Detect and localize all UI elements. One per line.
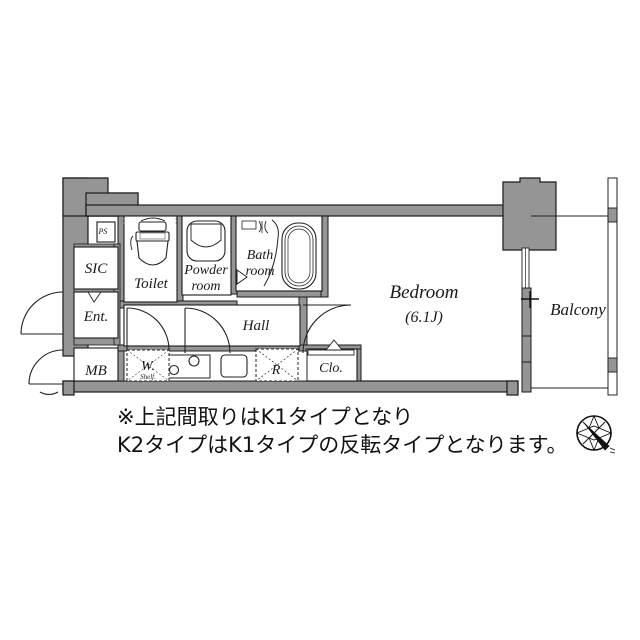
label-bath-room-line1: Bath [247, 248, 273, 263]
label-refrigerator: R [271, 363, 281, 378]
hall-room [123, 304, 301, 347]
label-ps: PS [98, 227, 108, 236]
label-ent: Ent. [83, 309, 109, 325]
washer-slot [126, 349, 170, 382]
sink-fixture [220, 354, 248, 378]
bottom-exterior-wall [62, 380, 519, 393]
label-bath-room-line2: room [245, 264, 274, 279]
label-mb: MB [84, 363, 107, 379]
entrance-step-marker [87, 291, 102, 303]
partition-ent-bottom [73, 337, 121, 346]
label-toilet: Toilet [134, 276, 168, 292]
label-hall: Hall [242, 318, 270, 334]
balcony-post [521, 361, 532, 393]
label-bedroom-area: (6.1J) [405, 309, 443, 326]
label-bedroom: Bedroom [390, 282, 459, 303]
closet-fixture [307, 339, 355, 356]
bottom-left-wall-foot [62, 380, 75, 396]
label-powder-room-line1: Powder [183, 263, 228, 278]
room-labels: PS SIC Ent. MB Toilet Powder room Bath r… [83, 227, 607, 381]
top-right-pillar [502, 177, 557, 251]
note-line-1: ※上記間取りはK1タイプとなり [117, 405, 413, 429]
mb-door-swing-lower[interactable] [39, 391, 59, 395]
note-line-2: K2タイプはK1タイプの反転タイプとなります。 [117, 433, 568, 457]
plan-note: ※上記間取りはK1タイプとなり K2タイプはK1タイプの反転タイプとなります。 [117, 405, 568, 457]
toilet-door-swing[interactable] [126, 307, 170, 351]
label-washer: W. [141, 359, 155, 374]
refrigerator-slot [255, 348, 299, 382]
bedroom-door-swing[interactable] [302, 304, 352, 354]
label-closet: Clo. [319, 361, 343, 376]
label-balcony: Balcony [550, 300, 606, 319]
top-exterior-wall [85, 204, 519, 217]
bottom-right-wall-foot [506, 380, 519, 396]
entrance-door-swing[interactable] [20, 291, 64, 335]
sic-room [73, 246, 119, 290]
label-washer-sub: Shelf. [140, 373, 156, 381]
mb-room [73, 347, 119, 382]
compass-rose [575, 414, 616, 454]
bath-door-slide[interactable] [236, 269, 248, 285]
fixtures-layer [87, 177, 618, 396]
label-powder-room-line2: room [191, 279, 220, 294]
powder-door-swing[interactable] [184, 307, 231, 354]
shower-fixture [241, 219, 279, 287]
ps-box [96, 221, 116, 243]
toilet-fixture [123, 217, 177, 266]
washbasin-fixture [186, 220, 226, 262]
bathtub-fixture [281, 222, 317, 290]
compass-needle [584, 423, 610, 451]
balcony-railing [521, 177, 618, 396]
mb-door-swing[interactable] [28, 349, 64, 385]
door-swings[interactable] [20, 291, 352, 395]
label-sic: SIC [85, 261, 108, 277]
